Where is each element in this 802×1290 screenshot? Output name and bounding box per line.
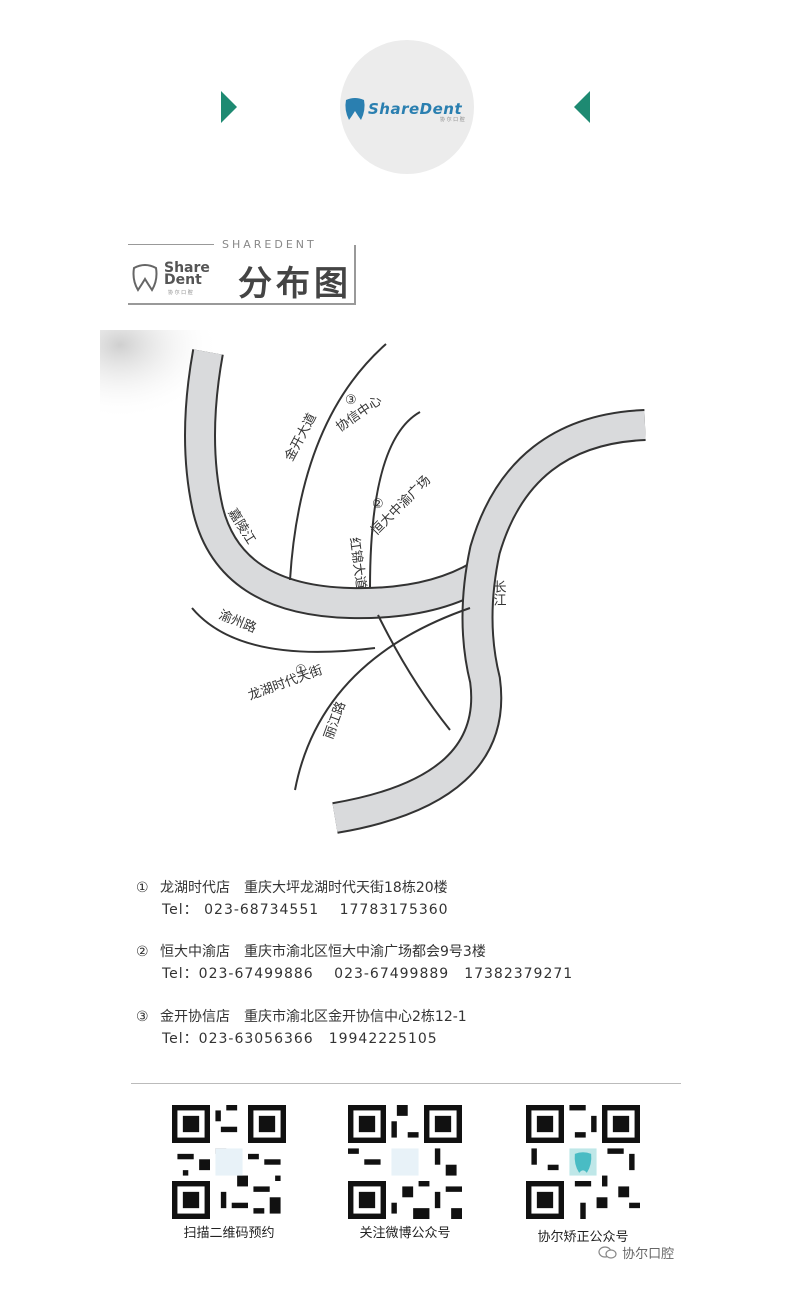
label-hengda-num: ② [372,497,384,512]
label-changjiang: 长江 [491,580,507,606]
qr-caption-weibo: 关注微博公众号 [359,1226,451,1241]
label-lijiang: 丽江路 [321,699,349,741]
store-1-address: 重庆大坪龙湖时代天街18栋20楼 [244,880,448,896]
tooth-outline-icon [130,262,160,296]
road-lijiang [294,607,471,791]
road-yuzhou [191,607,376,653]
section-frame [128,245,356,305]
store-1-name: 龙湖时代店 [160,880,230,896]
qr-code-booking[interactable] [172,1105,286,1219]
brand-line2: Dent [164,272,202,288]
watermark-text: 协尔口腔 [622,1247,675,1262]
store-3: ③ 金开协信店 重庆市渝北区金开协信中心2栋12-1 Tel：023-630563… [136,1006,467,1050]
store-3-address: 重庆市渝北区金开协信中心2栋12-1 [244,1009,467,1025]
road-cross [377,614,451,731]
store-2-address: 重庆市渝北区恒大中渝广场都会9号3楼 [244,944,486,960]
location-map: 金开大道 ③ 协信中心 ② 恒大中渝广场 红锦大道 嘉陵江 长江 渝州路 ① 龙… [100,330,646,834]
qr-code-weibo[interactable] [348,1105,462,1219]
road-hongjin [369,411,421,589]
section-eng-label: SHAREDENT [222,238,317,251]
store-2-tel[interactable]: Tel：023-67499886 023-67499889 1738237927… [162,966,574,982]
label-hongjin: 红锦大道 [346,536,369,590]
store-1: ① 龙湖时代店 重庆大坪龙湖时代天街18栋20楼 Tel： 023-6873455… [136,877,449,921]
label-xiexin-num: ③ [345,393,357,408]
brand-line1: Share [164,260,210,276]
label-longhu: 龙湖时代天街 [246,663,324,704]
store-1-tel[interactable]: Tel： 023-68734551 17783175360 [162,902,449,918]
qr-code-orthodontics[interactable] [526,1105,640,1219]
section-brand: Share Dent [164,260,210,288]
road-jinkai [289,343,387,581]
left-arrow-icon [221,91,237,123]
store-2: ② 恒大中渝店 重庆市渝北区恒大中渝广场都会9号3楼 Tel：023-674998… [136,941,573,985]
store-2-name: 恒大中渝店 [160,944,230,960]
section-top-line [128,244,214,245]
qr-caption-orthodontics: 协尔矫正公众号 [537,1230,629,1245]
store-3-name: 金开协信店 [160,1009,230,1025]
right-arrow-icon [574,91,590,123]
wechat-icon [598,1246,618,1260]
tooth-icon [344,96,366,126]
brand-subtitle: 协 尔 口 腔 [168,290,193,296]
watermark: 协尔口腔 [598,1243,674,1262]
label-xiexin: 协信中心 [334,393,385,435]
section-title: 分布图 [238,264,352,304]
label-longhu-num: ① [295,663,307,678]
qr-caption-booking: 扫描二维码预约 [183,1226,275,1241]
store-3-num: ③ [136,1009,149,1025]
divider [131,1083,681,1084]
store-2-num: ② [136,944,149,960]
logo-subtitle: 协 尔 口 腔 [440,117,465,123]
store-1-num: ① [136,880,149,896]
store-3-tel[interactable]: Tel：023-63056366 19942225105 [162,1031,438,1047]
logo-text: ShareDent [368,100,463,118]
